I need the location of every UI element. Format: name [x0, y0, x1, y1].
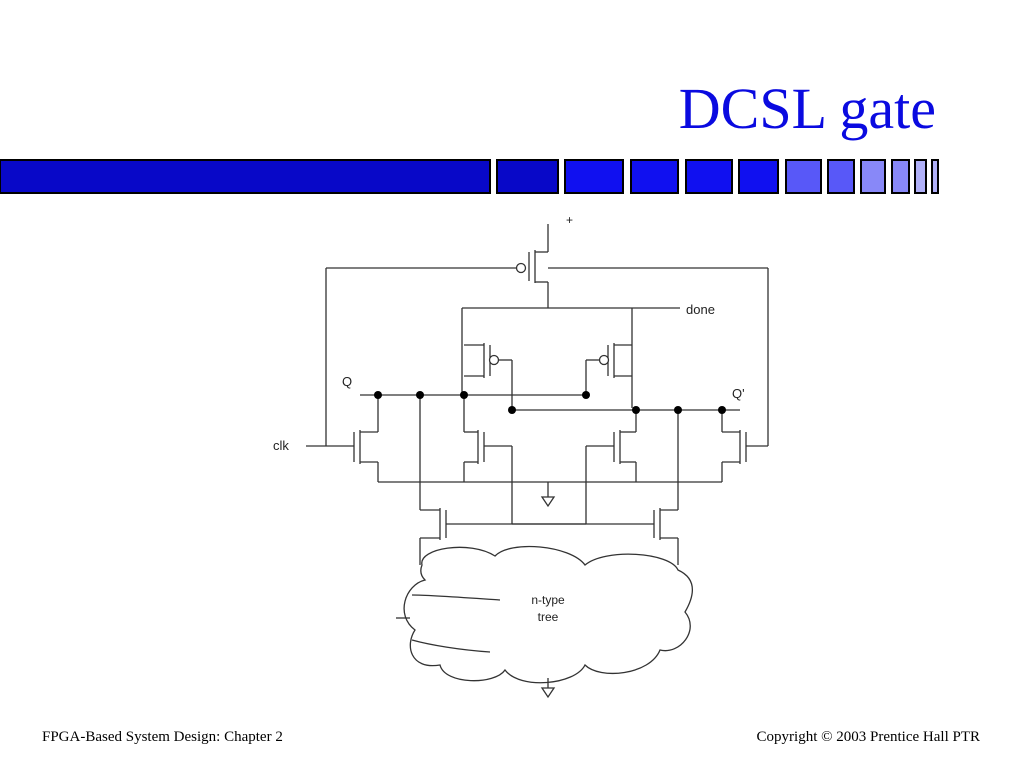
bar-segment-long	[0, 159, 491, 194]
bar-segment	[860, 159, 886, 194]
bar-segment	[564, 159, 624, 194]
q-prime-label: Q'	[732, 386, 745, 401]
bar-segment	[685, 159, 733, 194]
bar-segment	[496, 159, 559, 194]
tree-label-line1: n-type	[531, 593, 565, 607]
footer-chapter: FPGA-Based System Design: Chapter 2	[42, 729, 283, 745]
dcsl-circuit-diagram: + done Q Q' clk n-type tree	[273, 213, 769, 699]
bar-segment	[738, 159, 779, 194]
tree-label-line2: tree	[538, 610, 559, 624]
bar-segment	[891, 159, 910, 194]
supply-label: +	[566, 213, 573, 227]
bar-segment	[914, 159, 927, 194]
clk-label: clk	[273, 438, 289, 453]
bar-segment	[931, 159, 939, 194]
done-label: done	[686, 302, 715, 317]
slide-title: DCSL gate	[678, 76, 936, 141]
decorative-bar-strip	[0, 159, 939, 194]
q-label: Q	[342, 374, 352, 389]
bar-segment	[630, 159, 679, 194]
bar-segment	[827, 159, 855, 194]
footer-copyright: Copyright © 2003 Prentice Hall PTR	[756, 729, 980, 745]
bar-segment	[785, 159, 822, 194]
